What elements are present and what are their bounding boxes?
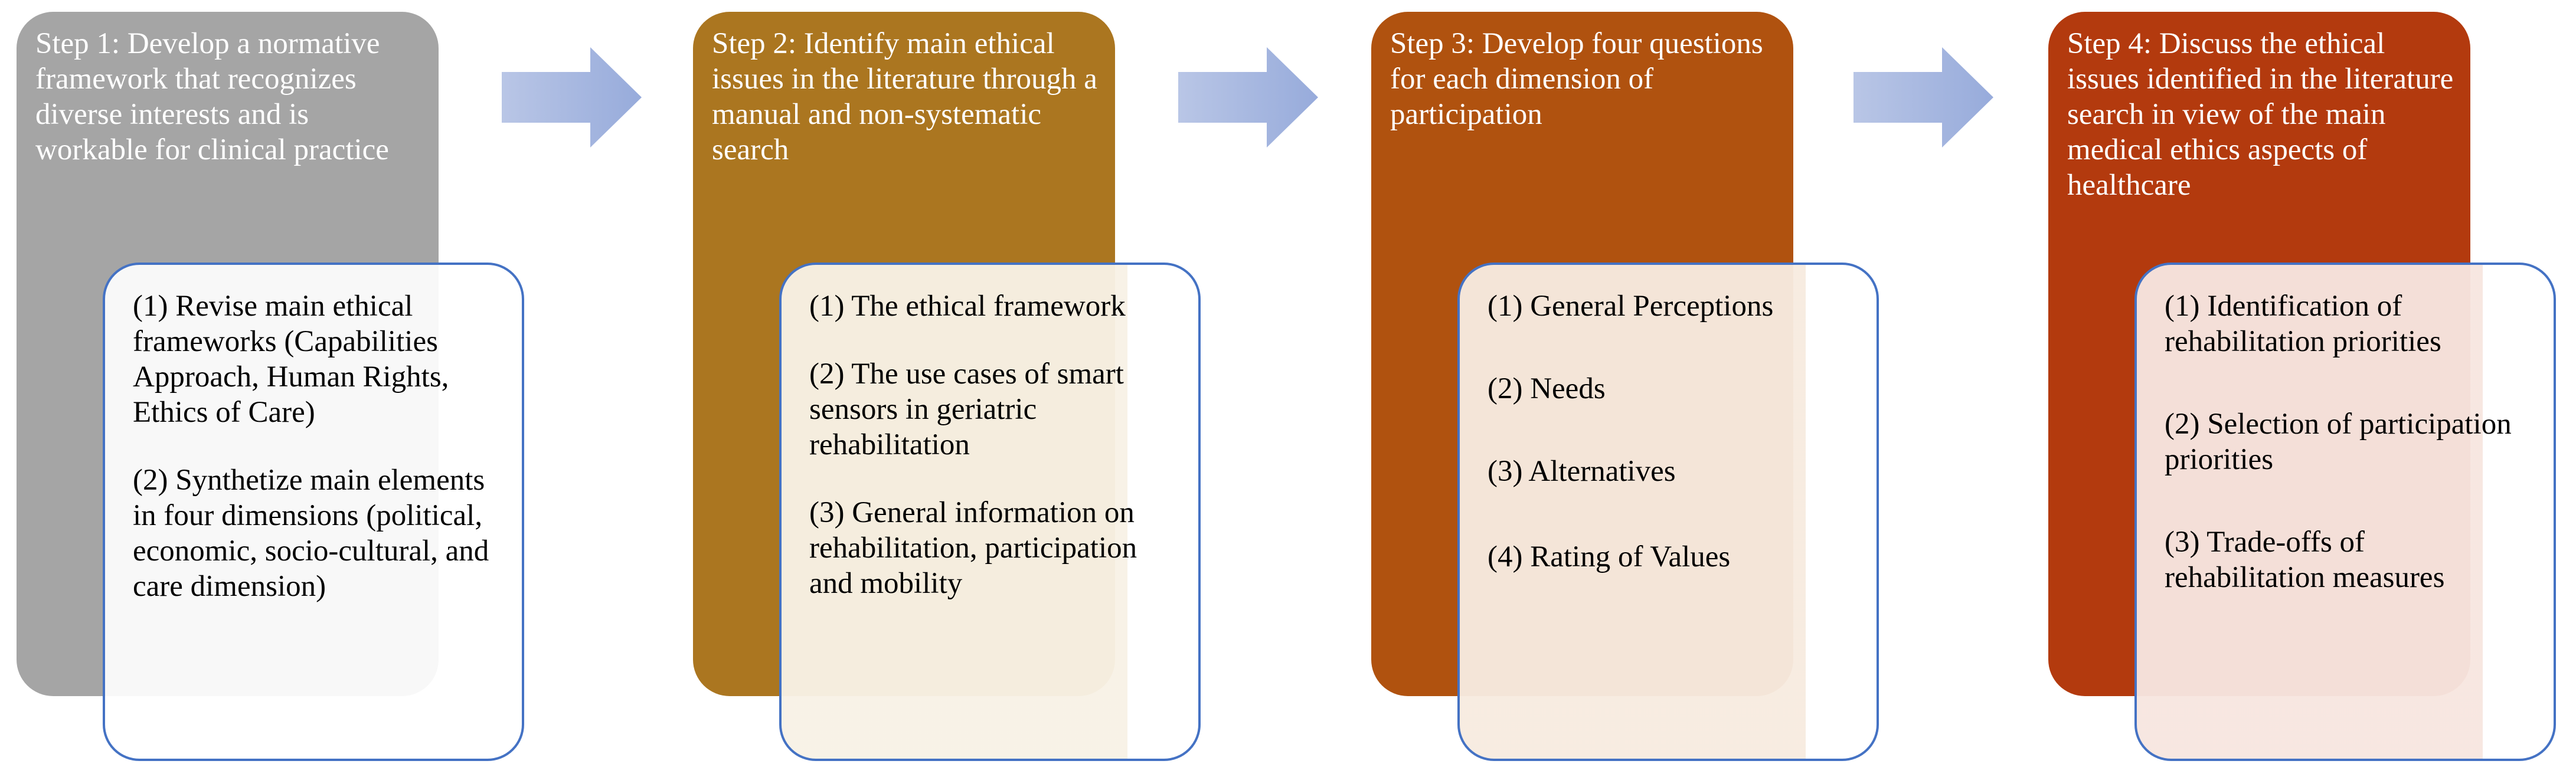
step-3-item-3: (3) Alternatives bbox=[1488, 455, 1676, 488]
step-2-title: Step 2: Identify main ethical issues in … bbox=[712, 27, 1097, 166]
step-4-detail-list: (1) Identification of rehabilitation pri… bbox=[2165, 288, 2531, 642]
step-4: Step 4: Discuss the ethical issues ident… bbox=[2048, 12, 2556, 761]
step-3-item-4: (4) Rating of Values bbox=[1488, 540, 1731, 573]
right-arrow-icon bbox=[1853, 47, 1993, 147]
step-3-detail-list: (1) General Perceptions (2) Needs (3) Al… bbox=[1488, 288, 1853, 622]
step-3-item-2: (2) Needs bbox=[1488, 372, 1606, 405]
step-1-item-2: (2) Synthetize main elements in four dim… bbox=[133, 464, 489, 603]
step-4-item-1: (1) Identification of rehabilitation pri… bbox=[2165, 290, 2441, 358]
step-4-item-2: (2) Selection of participation prioritie… bbox=[2165, 408, 2512, 476]
right-arrow-icon bbox=[1178, 47, 1318, 147]
step-3: Step 3: Develop four questions for each … bbox=[1371, 12, 1879, 761]
step-2-item-2: (2) The use cases of smart sensors in ge… bbox=[809, 358, 1124, 461]
step-3-details: (1) General Perceptions (2) Needs (3) Al… bbox=[1457, 263, 1879, 761]
step-2-detail-list: (1) The ethical framework (2) The use ca… bbox=[809, 288, 1175, 648]
step-1-title: Step 1: Develop a normative framework th… bbox=[35, 27, 389, 166]
step-1-detail-list: (1) Revise main ethical frameworks (Capa… bbox=[133, 288, 499, 651]
step-1-item-1: (1) Revise main ethical frameworks (Capa… bbox=[133, 290, 449, 429]
step-3-title: Step 3: Develop four questions for each … bbox=[1390, 27, 1763, 131]
step-1: Step 1: Develop a normative framework th… bbox=[17, 12, 524, 761]
step-2-details: (1) The ethical framework (2) The use ca… bbox=[779, 263, 1201, 761]
step-3-item-1: (1) General Perceptions bbox=[1488, 290, 1774, 323]
step-2-item-1: (1) The ethical framework bbox=[809, 290, 1126, 323]
step-4-details: (1) Identification of rehabilitation pri… bbox=[2134, 263, 2556, 761]
step-4-item-3: (3) Trade-offs of rehabilitation measure… bbox=[2165, 526, 2445, 594]
right-arrow-icon bbox=[502, 47, 642, 147]
step-2-item-3: (3) General information on rehabilitatio… bbox=[809, 496, 1137, 600]
step-2: Step 2: Identify main ethical issues in … bbox=[693, 12, 1201, 761]
step-4-title: Step 4: Discuss the ethical issues ident… bbox=[2067, 27, 2454, 202]
step-1-details: (1) Revise main ethical frameworks (Capa… bbox=[103, 263, 524, 761]
